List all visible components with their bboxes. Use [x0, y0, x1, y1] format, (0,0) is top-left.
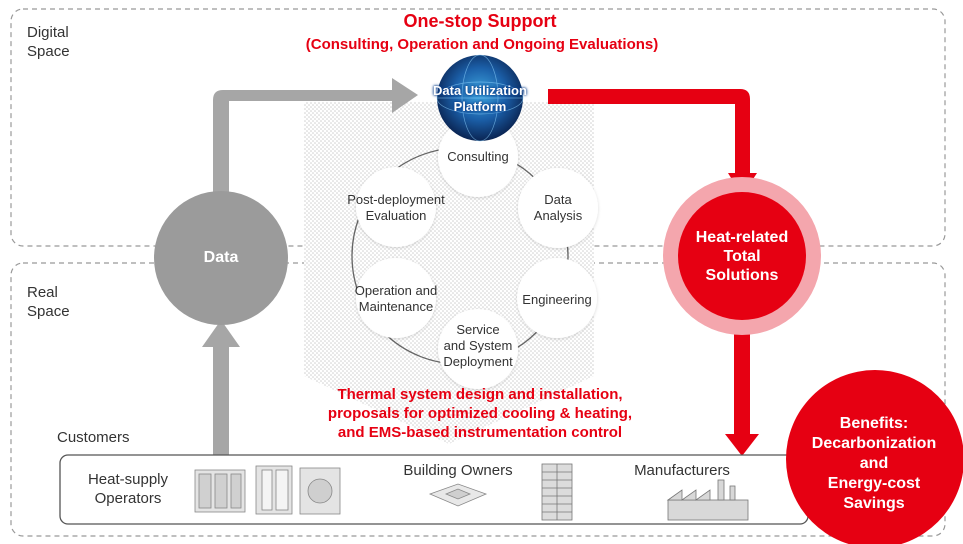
benefits-circle [786, 370, 963, 544]
solutions-label: Heat-related Total Solutions [695, 229, 789, 284]
one-stop-support-title: One-stop Support [403, 11, 557, 31]
gray-arrow-up-shaft [213, 345, 229, 455]
data-label: Data [203, 249, 239, 266]
thermal-system-text: Thermal system design and installation, … [327, 386, 633, 441]
post-deployment-label: Post-deployment Evaluation [347, 192, 445, 223]
operation-node [356, 258, 436, 338]
real-space-label: Real Space [27, 284, 70, 320]
gray-arrow-up-head [202, 320, 240, 347]
red-arrow-platform-to-solutions [548, 89, 750, 176]
office-building-icon [541, 463, 573, 521]
manufacturers-label: Manufacturers [634, 462, 730, 479]
engineering-node [517, 258, 597, 338]
platform-label-line1: Data Utilization [433, 83, 527, 98]
service-node [438, 309, 518, 389]
gray-arrow-right-head [392, 78, 418, 113]
data-analysis-label: Data Analysis [533, 192, 583, 223]
platform-label: Data Utilization Platform [410, 83, 550, 115]
building-owners-label: Building Owners [403, 462, 513, 479]
data-circle [154, 191, 288, 325]
heat-supply-equipment-icon [194, 465, 341, 515]
operation-label: Operation and Maintenance [354, 283, 438, 314]
data-analysis-node [518, 168, 598, 248]
solutions-circle [678, 192, 806, 320]
ceiling-ac-icon [428, 483, 488, 507]
red-arrow-head-2 [725, 434, 759, 456]
heat-supply-operators-label: Heat-supply Operators [87, 471, 169, 507]
globe-grid-lines [436, 54, 524, 142]
post-deployment-node [356, 167, 436, 247]
one-stop-support-subtitle: (Consulting, Operation and Ongoing Evalu… [305, 36, 659, 53]
benefits-label: Benefits: Decarbonization and Energy-cos… [811, 415, 937, 512]
engineering-label: Engineering [522, 292, 592, 307]
consulting-label: Consulting [447, 149, 509, 164]
platform-label-line2: Platform [453, 99, 507, 114]
service-label: Service and System Deployment [443, 322, 513, 369]
customers-label: Customers [57, 429, 130, 446]
digital-space-label: Digital Space [27, 24, 70, 60]
factory-icon [666, 479, 749, 521]
